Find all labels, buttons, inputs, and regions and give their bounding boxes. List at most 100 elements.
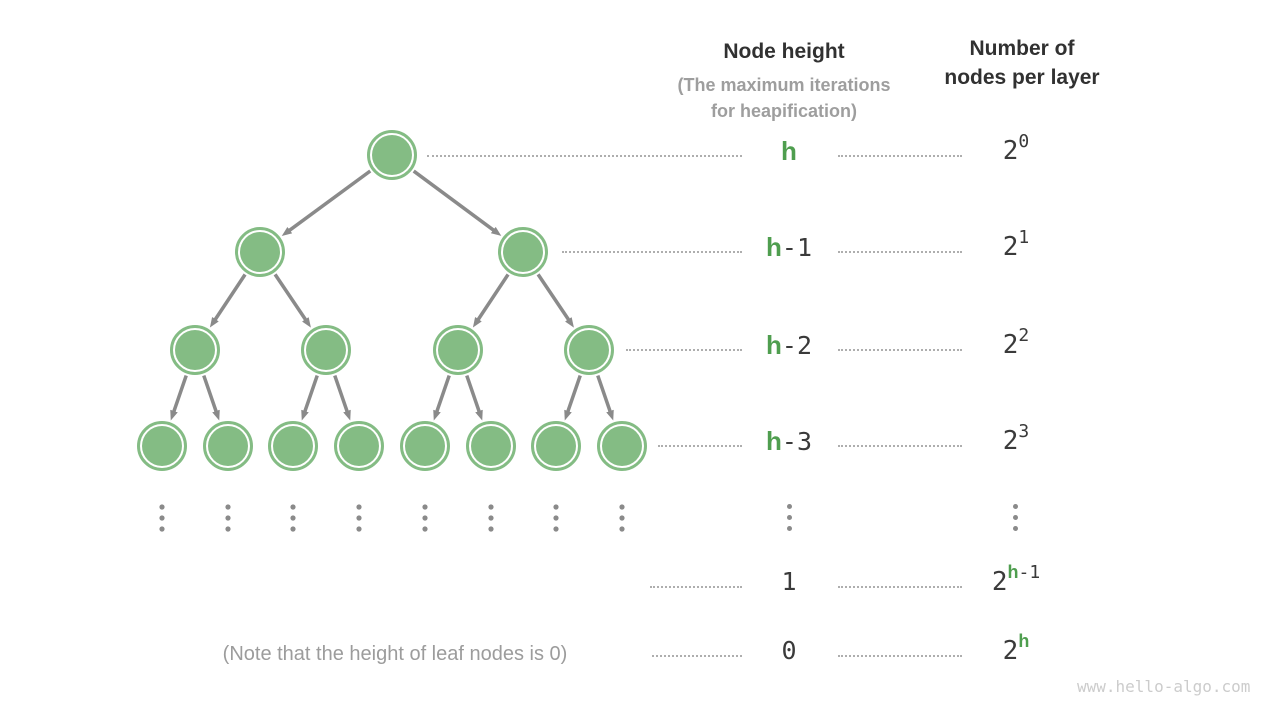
- power-exponent: h: [1018, 631, 1029, 651]
- tree-edge-arrow: [209, 273, 247, 328]
- subtitle-line-2: for heapification): [710, 101, 857, 121]
- label-text: -3: [781, 427, 812, 456]
- nodes-per-layer-value: 2h: [916, 631, 1116, 666]
- leaf-height-note: (Note that the height of leaf nodes is 0…: [222, 643, 568, 665]
- leaf-continuation-dot: [422, 526, 428, 532]
- nodes-per-layer-column-title: Number of nodes per layer: [872, 34, 1172, 92]
- label-text: 2: [1018, 325, 1030, 346]
- height-symbol-h: h: [781, 136, 797, 166]
- count-column-ellipsis: [1012, 504, 1018, 537]
- tree-edge-arrow: [281, 169, 372, 237]
- tree-edge-arrow: [564, 374, 582, 421]
- nodes-per-layer-value: 23: [916, 421, 1116, 456]
- node-height-label: h: [689, 136, 889, 167]
- nodes-per-layer-value: 2h-1: [916, 562, 1116, 597]
- col2-title-line-2: nodes per layer: [944, 66, 1100, 89]
- node-height-column-subtitle: (The maximum iterations for heapificatio…: [634, 72, 934, 124]
- subtitle-line-1: (The maximum iterations: [677, 75, 891, 95]
- leaf-continuation-dot: [619, 504, 625, 510]
- tree-node-fill: [175, 330, 215, 370]
- tree-edge-arrow: [170, 374, 188, 421]
- tree-node-fill: [503, 232, 543, 272]
- tree-node-fill: [471, 426, 511, 466]
- leaf-continuation-dot: [488, 526, 494, 532]
- height-symbol-h: h: [766, 330, 782, 360]
- leaf-continuation-dot: [225, 526, 231, 532]
- power-exponent: 0: [1018, 131, 1029, 152]
- node-height-label: h-2: [689, 330, 889, 361]
- tree-node-fill: [273, 426, 313, 466]
- power-base: 2: [1002, 426, 1019, 456]
- dotted-connector-right: [838, 251, 962, 253]
- leaf-continuation-dot: [290, 504, 296, 510]
- tree-node-fill: [372, 135, 412, 175]
- power-base: 2: [1002, 232, 1019, 262]
- power-base: 2: [1002, 330, 1019, 360]
- tree-node-fill: [208, 426, 248, 466]
- label-text: 1: [1018, 227, 1030, 248]
- nodes-per-layer-value: 22: [916, 325, 1116, 360]
- node-height-label: 1: [689, 567, 889, 596]
- tree-edge-arrow: [433, 374, 451, 421]
- leaf-continuation-dot: [290, 526, 296, 532]
- power-base: 2: [1002, 136, 1019, 166]
- leaf-continuation-dot: [553, 526, 559, 532]
- dotted-connector-right: [838, 155, 962, 157]
- tree-edge-arrow: [465, 374, 483, 421]
- power-exponent: 3: [1018, 421, 1030, 442]
- leaf-continuation-dot: [159, 504, 165, 510]
- leaf-continuation-dot: [553, 504, 559, 510]
- nodes-per-layer-value: 21: [916, 227, 1116, 262]
- leaf-continuation-dot: [488, 515, 494, 521]
- height-symbol-h: h: [1007, 562, 1019, 582]
- tree-node-fill: [240, 232, 280, 272]
- node-height-label: h-1: [689, 232, 889, 263]
- dotted-connector-left: [626, 349, 742, 351]
- tree-node-fill: [339, 426, 379, 466]
- leaf-continuation-dot: [553, 515, 559, 521]
- tree-edge-arrow: [412, 169, 502, 236]
- height-symbol-h: h: [766, 426, 782, 456]
- height-column-ellipsis: [786, 504, 792, 537]
- leaf-continuation-dot: [356, 504, 362, 510]
- watermark-url: www.hello-algo.com: [1077, 677, 1251, 696]
- leaf-continuation-dot: [422, 504, 428, 510]
- dotted-connector-right: [838, 655, 962, 657]
- label-text: -2: [781, 331, 812, 360]
- node-height-column-title: Node height: [723, 40, 845, 63]
- power-exponent: h-1: [1007, 562, 1040, 583]
- power-exponent: 2: [1018, 325, 1030, 346]
- label-text: 3: [1018, 421, 1030, 442]
- tree-node-fill: [306, 330, 346, 370]
- label-text: 1: [781, 567, 797, 596]
- tree-edge-arrow: [596, 374, 614, 421]
- tree-node-fill: [438, 330, 478, 370]
- dotted-connector-right: [838, 445, 962, 447]
- dotted-connector-left: [658, 445, 742, 447]
- power-exponent: 1: [1018, 227, 1030, 248]
- power-base: 2: [991, 567, 1008, 597]
- leaf-continuation-dot: [225, 515, 231, 521]
- dotted-connector-left: [427, 155, 742, 157]
- leaf-continuation-dot: [488, 504, 494, 510]
- tree-node-fill: [142, 426, 182, 466]
- power-base: 2: [1002, 636, 1019, 666]
- height-symbol-h: h: [1018, 631, 1030, 651]
- tree-node-fill: [569, 330, 609, 370]
- tree-edge-arrow: [472, 273, 510, 328]
- dotted-connector-left: [652, 655, 742, 657]
- label-text: 0: [781, 636, 797, 665]
- leaf-continuation-dot: [290, 515, 296, 521]
- tree-edge-arrow: [202, 374, 220, 421]
- tree-node-fill: [405, 426, 445, 466]
- tree-node-fill: [602, 426, 642, 466]
- leaf-continuation-dot: [159, 515, 165, 521]
- tree-node-fill: [536, 426, 576, 466]
- label-text: -1: [781, 233, 812, 262]
- height-symbol-h: h: [766, 232, 782, 262]
- leaf-continuation-dot: [619, 515, 625, 521]
- dotted-connector-right: [838, 586, 962, 588]
- tree-edge-arrow: [301, 374, 319, 421]
